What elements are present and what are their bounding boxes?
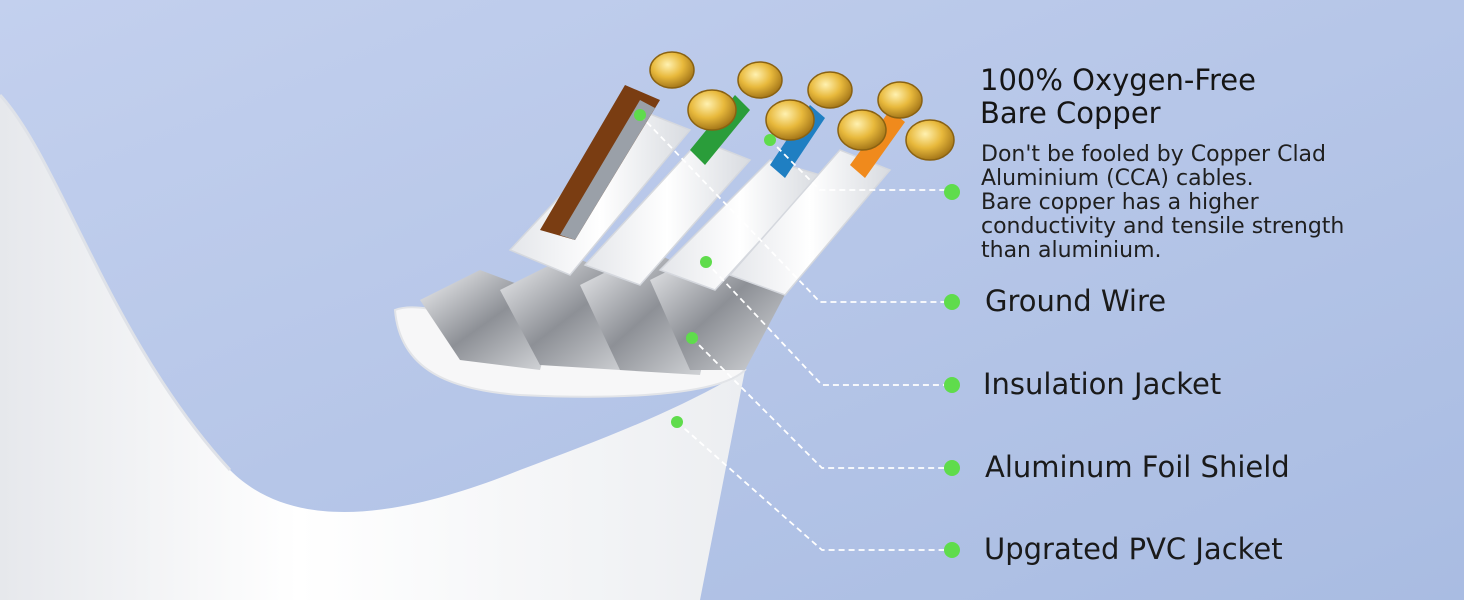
marker-insulation-end [944, 377, 960, 393]
marker-foil-end [944, 460, 960, 476]
marker-copper-start [764, 134, 776, 146]
description-line: conductivity and tensile strength [981, 214, 1345, 239]
callout-aluminum-foil-shield: Aluminum Foil Shield [985, 450, 1290, 484]
feature-title: 100% Oxygen-Free Bare Copper [980, 64, 1256, 130]
marker-pvc-end [944, 542, 960, 558]
marker-insulation-start [700, 256, 712, 268]
marker-copper-end [944, 184, 960, 200]
description-line: Bare copper has a higher [981, 190, 1259, 215]
feature-title-line-1: 100% Oxygen-Free [980, 63, 1256, 97]
marker-ground-start [634, 109, 646, 121]
callout-ground-wire: Ground Wire [985, 284, 1167, 318]
description-line: Aluminium (CCA) cables. [981, 166, 1254, 191]
marker-foil-start [686, 332, 698, 344]
description-line: than aluminium. [981, 238, 1162, 263]
marker-pvc-start [671, 416, 683, 428]
callout-pvc-jacket: Upgrated PVC Jacket [984, 532, 1283, 566]
marker-ground-end [944, 294, 960, 310]
feature-description: Don't be fooled by Copper Clad Aluminium… [981, 143, 1401, 263]
callout-insulation-jacket: Insulation Jacket [983, 367, 1222, 401]
callout-markers [634, 109, 960, 558]
description-line: Don't be fooled by Copper Clad [981, 142, 1326, 167]
feature-title-line-2: Bare Copper [980, 96, 1161, 130]
